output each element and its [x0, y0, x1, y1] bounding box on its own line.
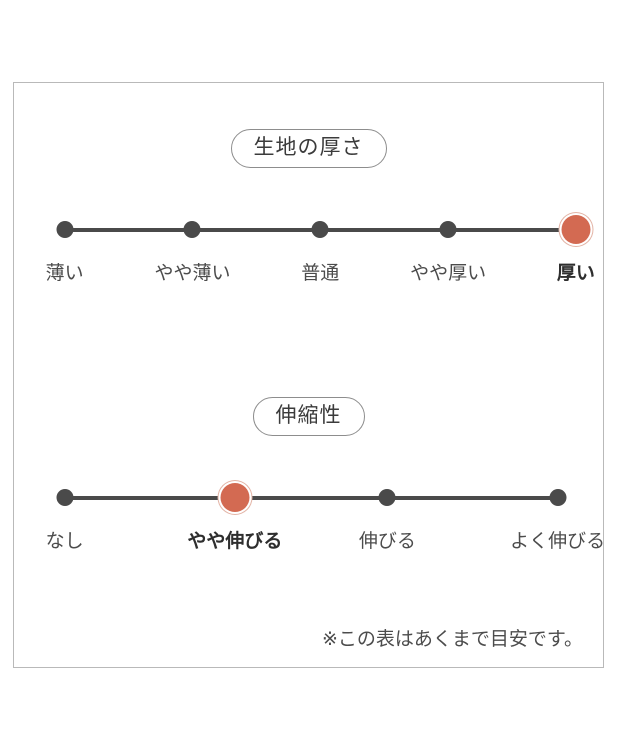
- scale-dot-fabric-thickness-0[interactable]: [56, 221, 74, 239]
- scale-label-stretchiness-0: なし: [45, 530, 84, 553]
- scale-title-fabric-thickness: 生地の厚さ: [230, 129, 387, 169]
- scale-label-stretchiness-3: よく伸びる: [510, 530, 606, 553]
- scale-track-fabric-thickness: [14, 212, 603, 248]
- scale-dot-fabric-thickness-3[interactable]: [439, 221, 457, 239]
- track-line-stretchiness: [64, 496, 558, 501]
- scale-dot-stretchiness-1-selected[interactable]: [220, 483, 250, 513]
- scale-label-fabric-thickness-0: 薄い: [45, 262, 84, 285]
- badge-row-fabric-thickness: 生地の厚さ: [14, 129, 603, 169]
- scale-dot-stretchiness-0[interactable]: [56, 489, 74, 507]
- scale-dot-fabric-thickness-4-selected[interactable]: [561, 215, 591, 245]
- disclaimer-note: ※この表はあくまで目安です。: [321, 628, 583, 650]
- scale-dot-fabric-thickness-2[interactable]: [311, 221, 329, 239]
- scale-label-stretchiness-1-selected: やや伸びる: [187, 530, 283, 553]
- spec-panel: 生地の厚さ 薄い やや薄い 普通 やや厚い 厚い 伸縮性: [13, 82, 606, 668]
- scale-label-fabric-thickness-4-selected: 厚い: [556, 262, 595, 285]
- scale-dot-stretchiness-2[interactable]: [378, 489, 396, 507]
- scale-title-stretchiness: 伸縮性: [252, 397, 365, 437]
- scale-labels-fabric-thickness: 薄い やや薄い 普通 やや厚い 厚い: [14, 258, 603, 292]
- scale-label-fabric-thickness-1: やや薄い: [154, 262, 231, 285]
- scale-dot-fabric-thickness-1[interactable]: [183, 221, 201, 239]
- scale-dot-stretchiness-3[interactable]: [549, 489, 567, 507]
- scale-track-stretchiness: [14, 480, 603, 516]
- scale-section-stretchiness: 伸縮性 なし やや伸びる 伸びる よく伸びる: [14, 397, 606, 560]
- scale-labels-stretchiness: なし やや伸びる 伸びる よく伸びる: [14, 526, 606, 560]
- scale-section-fabric-thickness: 生地の厚さ 薄い やや薄い 普通 やや厚い 厚い: [14, 129, 603, 292]
- badge-row-stretchiness: 伸縮性: [14, 397, 603, 437]
- scale-label-fabric-thickness-2: 普通: [301, 262, 340, 285]
- scale-label-stretchiness-2: 伸びる: [358, 530, 416, 553]
- scale-label-fabric-thickness-3: やや厚い: [410, 262, 487, 285]
